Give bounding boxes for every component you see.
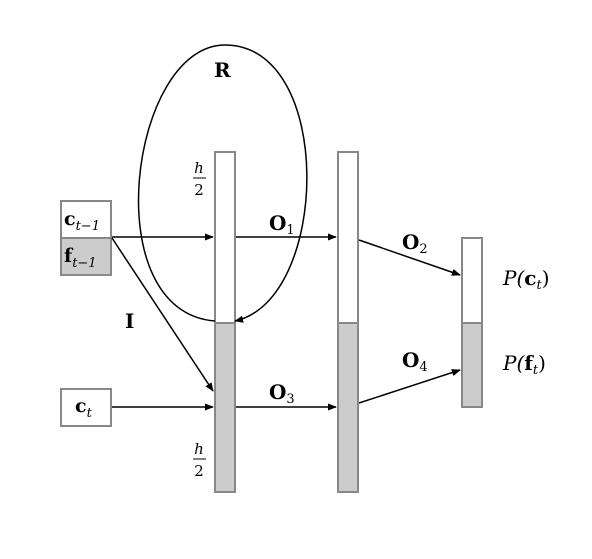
label-p-f: P(ft): [502, 351, 546, 378]
label-O4: O4: [402, 348, 428, 375]
hidden-column-2-bottom: [337, 322, 359, 493]
svg-text:h: h: [194, 159, 204, 177]
svg-text:2: 2: [194, 181, 204, 199]
label-R: R: [214, 58, 231, 82]
label-c-curr: ct: [75, 395, 93, 421]
fraction-half-bottom: h 2: [193, 440, 206, 480]
label-p-c: P(ct): [502, 266, 550, 293]
output-column-bottom: [461, 322, 483, 408]
label-c-prev: ct−1: [64, 208, 100, 234]
hidden-column-1-top: [214, 151, 236, 324]
label-f-prev: ft−1: [64, 245, 97, 271]
arrow-I-prev-to-hidden-bottom: [111, 237, 214, 392]
hidden-column-2-top: [337, 151, 359, 324]
input-box-f-prev: [60, 237, 112, 276]
fraction-half-top: h 2: [193, 159, 206, 199]
label-O2: O2: [402, 230, 428, 257]
arrow-O4: [358, 369, 461, 404]
arrow-O2: [358, 239, 461, 276]
label-O1: O1: [269, 211, 295, 238]
svg-text:h: h: [194, 440, 204, 458]
hidden-column-1-bottom: [214, 322, 236, 493]
label-O3: O3: [269, 380, 295, 407]
label-I: I: [125, 309, 134, 333]
recurrent-loop-arrow: [137, 44, 308, 323]
input-box-c-curr: [60, 388, 112, 427]
svg-text:2: 2: [194, 462, 204, 480]
output-column-top: [461, 237, 483, 324]
